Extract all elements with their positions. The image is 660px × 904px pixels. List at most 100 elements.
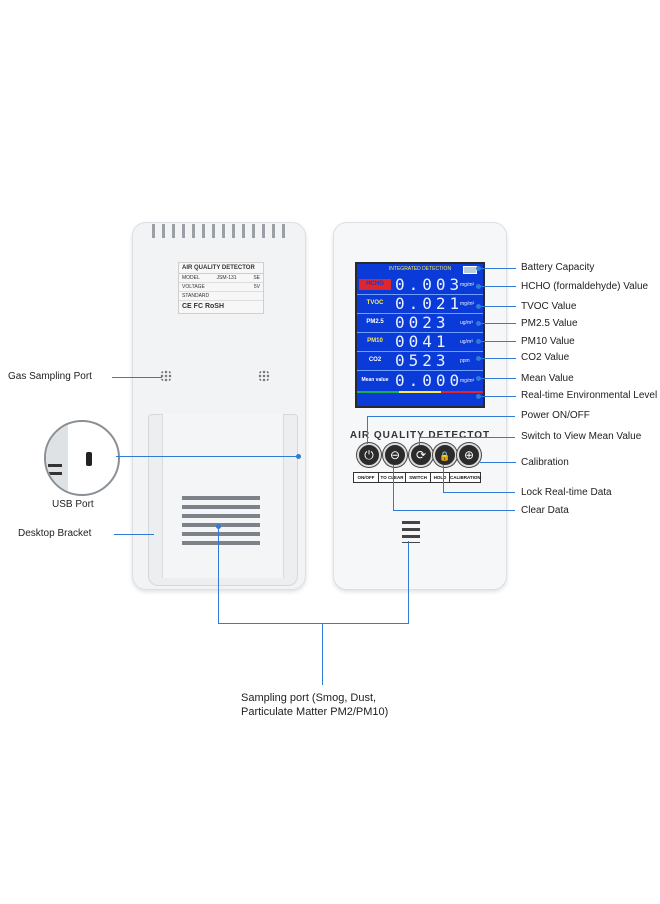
hcho-value-label: HCHO (formaldehyde) Value — [521, 281, 649, 292]
switch-button[interactable]: ⟳ — [409, 443, 433, 467]
pm25-leader-dot — [476, 321, 481, 326]
switch-leader-vertical — [419, 437, 420, 445]
mean-value-label: Mean Value — [521, 373, 574, 384]
minus-icon: ⊖ — [389, 448, 401, 462]
lcd-screen: INTEGRATED DETECTION HCHO 0.003 mg/m³ TV… — [355, 262, 485, 408]
screen-row-value: 0.000 — [395, 371, 464, 390]
label-row-standard: STANDARD — [179, 292, 263, 301]
screen-row-value: 0.021 — [395, 294, 464, 313]
power-leader-horizontal — [367, 416, 515, 417]
device-edge — [46, 422, 68, 494]
co2-leader-dot — [476, 356, 481, 361]
gas-sampling-hole-right — [258, 370, 270, 382]
power-icon: ⏻ — [364, 448, 374, 462]
clear-button[interactable]: ⊖ — [383, 443, 407, 467]
power-leader-vertical — [367, 416, 368, 444]
screen-row-unit: ppm — [460, 358, 470, 364]
battery-leader — [480, 268, 516, 269]
usb-port-leader — [116, 456, 300, 457]
sampling-leader-right — [408, 541, 409, 624]
product-label: AIR QUALITY DETECTOR MODEL JSM-131 SE VO… — [178, 262, 264, 314]
switch-button-label: SWITCH — [405, 472, 431, 483]
sampling-leader-drop — [322, 623, 323, 685]
label-value: JSM-131 — [216, 275, 237, 281]
top-vent — [152, 224, 290, 238]
mean-leader — [480, 378, 516, 379]
label-row-model: MODEL JSM-131 SE — [179, 274, 263, 283]
battery-leader-dot — [476, 266, 481, 271]
screen-header: INTEGRATED DETECTION — [357, 264, 483, 274]
calibration-button-label: CALIBRATION — [449, 472, 481, 483]
calibration-leader — [480, 462, 516, 463]
label-key: MODEL — [182, 275, 200, 281]
clear-button-label: TO CLEAR — [378, 472, 406, 483]
pm10-leader — [480, 341, 516, 342]
gas-sampling-port-label: Gas Sampling Port — [8, 371, 92, 382]
label-value: 5V — [253, 284, 260, 290]
gas-sampling-hole-left — [160, 370, 172, 382]
label-key: STANDARD — [182, 293, 210, 299]
level-poor — [441, 391, 483, 404]
screen-row-name: Mean value — [361, 377, 389, 383]
screen-row-pm25: PM2.5 0023 ug/m³ — [357, 314, 483, 331]
screen-row-value: 0.003 — [395, 275, 464, 294]
lock-leader-horizontal — [443, 492, 515, 493]
screen-row-name: TVOC — [366, 300, 384, 306]
clear-label: Clear Data — [521, 505, 569, 516]
sampling-leader-horizontal — [218, 623, 408, 624]
env-level-leader — [480, 396, 516, 397]
screen-row-name: CO2 — [368, 357, 382, 363]
screen-row-mean: Mean value 0.000 mg/m³ — [357, 372, 483, 389]
lock-leader-vertical — [443, 465, 444, 493]
screen-separator — [357, 351, 483, 352]
screen-row-unit: ug/m³ — [460, 339, 473, 345]
hold-button[interactable]: 🔒 — [433, 443, 457, 467]
env-level-leader-dot — [476, 394, 481, 399]
screen-row-unit: ug/m³ — [460, 320, 473, 326]
env-level-label: Real-time Environmental Level — [521, 390, 658, 401]
product-label-title: AIR QUALITY DETECTOR — [179, 263, 263, 274]
bottom-vent — [182, 496, 260, 546]
usb-port-leader-dot — [296, 454, 301, 459]
screen-row-value: 0523 — [395, 351, 450, 370]
usb-port-closeup — [44, 420, 120, 496]
calibration-label: Calibration — [521, 457, 569, 468]
pm25-value-label: PM2.5 Value — [521, 318, 578, 329]
screen-row-pm10: PM10 0041 ug/m³ — [357, 333, 483, 350]
sampling-leader-dot — [216, 524, 221, 529]
hcho-leader-dot — [476, 284, 481, 289]
hold-button-label: HOLD — [430, 472, 450, 483]
calibration-button[interactable]: ⊕ — [457, 443, 481, 467]
tvoc-value-label: TVOC Value — [521, 301, 577, 312]
edge-slot — [48, 464, 62, 467]
lock-icon: 🔒 — [439, 451, 451, 461]
screen-row-hcho: HCHO 0.003 mg/m³ — [357, 276, 483, 293]
level-good — [357, 391, 399, 404]
screen-row-name: PM2.5 — [366, 319, 384, 325]
screen-separator — [357, 313, 483, 314]
edge-slot — [48, 472, 62, 475]
screen-row-value: 0023 — [395, 313, 450, 332]
clear-leader-vertical — [393, 465, 394, 511]
bracket-leader — [114, 534, 154, 535]
screen-row-unit: mg/m³ — [460, 378, 475, 384]
battery-icon — [463, 266, 477, 274]
co2-leader — [480, 358, 516, 359]
screen-separator — [357, 294, 483, 295]
screen-row-unit: mg/m³ — [460, 282, 475, 288]
switch-icon: ⟳ — [415, 448, 427, 462]
lock-label: Lock Real-time Data — [521, 487, 612, 498]
desktop-bracket-label: Desktop Bracket — [18, 528, 92, 539]
environment-level-bar — [357, 391, 483, 404]
level-moderate — [399, 391, 441, 404]
power-button[interactable]: ⏻ — [357, 443, 381, 467]
brand-name: AIR QUALITY DETECTOT — [349, 430, 491, 441]
speaker-grill — [402, 521, 420, 543]
screen-row-unit: mg/m³ — [460, 301, 475, 307]
pm10-leader-dot — [476, 339, 481, 344]
switch-mean-label: Switch to View Mean Value — [521, 431, 642, 442]
pm10-value-label: PM10 Value — [521, 336, 575, 347]
screen-row-name: HCHO — [359, 279, 391, 290]
label-key: VOLTAGE — [182, 284, 205, 290]
label-row-voltage: VOLTAGE 5V — [179, 283, 263, 292]
